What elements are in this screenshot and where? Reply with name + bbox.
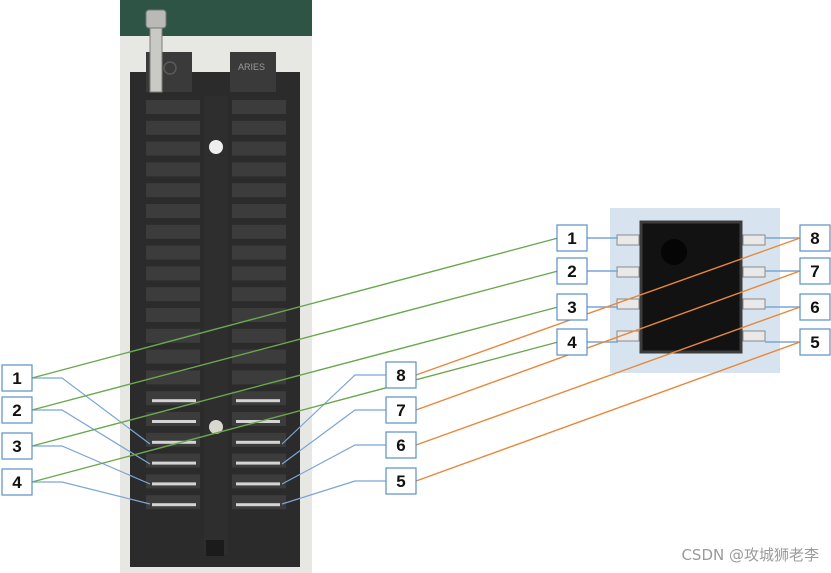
chip-label-right: 7 xyxy=(800,258,830,284)
socket-slot xyxy=(146,162,200,176)
socket-slot xyxy=(146,100,200,114)
socket-slot xyxy=(232,308,286,322)
socket-contact-pin xyxy=(236,482,280,485)
chip-label-left: 4 xyxy=(557,329,587,355)
zif-socket: ARIES xyxy=(120,0,312,573)
socket-label-left: 4 xyxy=(2,469,32,495)
socket-slot xyxy=(232,121,286,135)
chip-label-right: 8 xyxy=(800,225,830,251)
socket-slot xyxy=(232,183,286,197)
socket-slot xyxy=(232,474,286,488)
socket-contact-pin xyxy=(152,420,196,423)
socket-contact-pin xyxy=(152,482,196,485)
socket-label-left: 1 xyxy=(2,365,32,391)
socket-contact-pin xyxy=(152,462,196,465)
socket-slot xyxy=(146,454,200,468)
socket-slot xyxy=(232,412,286,426)
chip-body xyxy=(641,222,741,352)
socket-contact-pin xyxy=(236,462,280,465)
soic8-chip xyxy=(610,208,780,373)
socket-contact-pin xyxy=(236,503,280,506)
socket-label-right: 8 xyxy=(386,362,416,388)
socket-slot xyxy=(232,100,286,114)
label-text: 2 xyxy=(12,401,21,420)
chip-pin xyxy=(743,331,765,341)
label-text: 7 xyxy=(810,262,819,281)
socket-slot xyxy=(232,142,286,156)
orange-wire xyxy=(416,342,800,481)
orange-wire xyxy=(416,307,800,445)
label-text: 6 xyxy=(396,436,405,455)
socket-slot xyxy=(146,495,200,509)
watermark: CSDN @攻城狮老李 xyxy=(681,544,819,565)
chip-pin xyxy=(743,235,765,245)
chip-pin xyxy=(617,299,639,309)
label-text: 5 xyxy=(396,472,405,491)
label-text: 6 xyxy=(810,298,819,317)
chip-pin xyxy=(743,299,765,309)
socket-contact-pin xyxy=(152,441,196,444)
chip-label-left: 1 xyxy=(557,225,587,251)
socket-slot xyxy=(232,391,286,405)
socket-contact-pin xyxy=(236,399,280,402)
socket-slot xyxy=(146,204,200,218)
socket-contact-pin xyxy=(236,441,280,444)
socket-slot xyxy=(146,474,200,488)
label-text: 4 xyxy=(12,473,22,492)
socket-contact-pin xyxy=(152,503,196,506)
socket-slot xyxy=(232,454,286,468)
socket-slot xyxy=(146,266,200,280)
socket-slot xyxy=(232,350,286,364)
socket-slot xyxy=(232,329,286,343)
chip-pin xyxy=(743,267,765,277)
socket-slot xyxy=(232,433,286,447)
label-text: 7 xyxy=(396,401,405,420)
socket-slot xyxy=(232,162,286,176)
socket-slot xyxy=(232,246,286,260)
socket-slot xyxy=(146,225,200,239)
socket-slot xyxy=(232,287,286,301)
label-text: 8 xyxy=(396,366,405,385)
label-text: 5 xyxy=(810,333,819,352)
chip-label-right: 5 xyxy=(800,329,830,355)
socket-slot xyxy=(232,495,286,509)
socket-slot xyxy=(232,370,286,384)
chip-pin xyxy=(617,235,639,245)
label-text: 4 xyxy=(567,333,577,352)
label-text: 3 xyxy=(12,437,21,456)
label-text: 8 xyxy=(810,229,819,248)
socket-slot xyxy=(232,266,286,280)
socket-slot xyxy=(146,287,200,301)
socket-slot xyxy=(146,183,200,197)
socket-slot xyxy=(146,350,200,364)
socket-slot xyxy=(232,204,286,218)
socket-label-right: 5 xyxy=(386,468,416,494)
socket-brand-text: ARIES xyxy=(238,62,265,72)
socket-slot xyxy=(146,246,200,260)
chip-label-left: 2 xyxy=(557,258,587,284)
socket-slot xyxy=(146,142,200,156)
chip-label-right: 6 xyxy=(800,294,830,320)
socket-label-right: 6 xyxy=(386,432,416,458)
socket-contact-pin xyxy=(152,399,196,402)
pin1-dot xyxy=(661,239,687,265)
label-text: 1 xyxy=(12,369,21,388)
socket-slot xyxy=(146,308,200,322)
label-text: 3 xyxy=(567,298,576,317)
chip-label-left: 3 xyxy=(557,294,587,320)
socket-lever[interactable] xyxy=(150,24,162,92)
label-text: 2 xyxy=(567,262,576,281)
chip-pin xyxy=(617,267,639,277)
socket-label-right: 7 xyxy=(386,397,416,423)
label-text: 1 xyxy=(567,229,576,248)
socket-label-left: 2 xyxy=(2,397,32,423)
socket-label-left: 3 xyxy=(2,433,32,459)
socket-slot xyxy=(232,225,286,239)
socket-slot xyxy=(146,121,200,135)
